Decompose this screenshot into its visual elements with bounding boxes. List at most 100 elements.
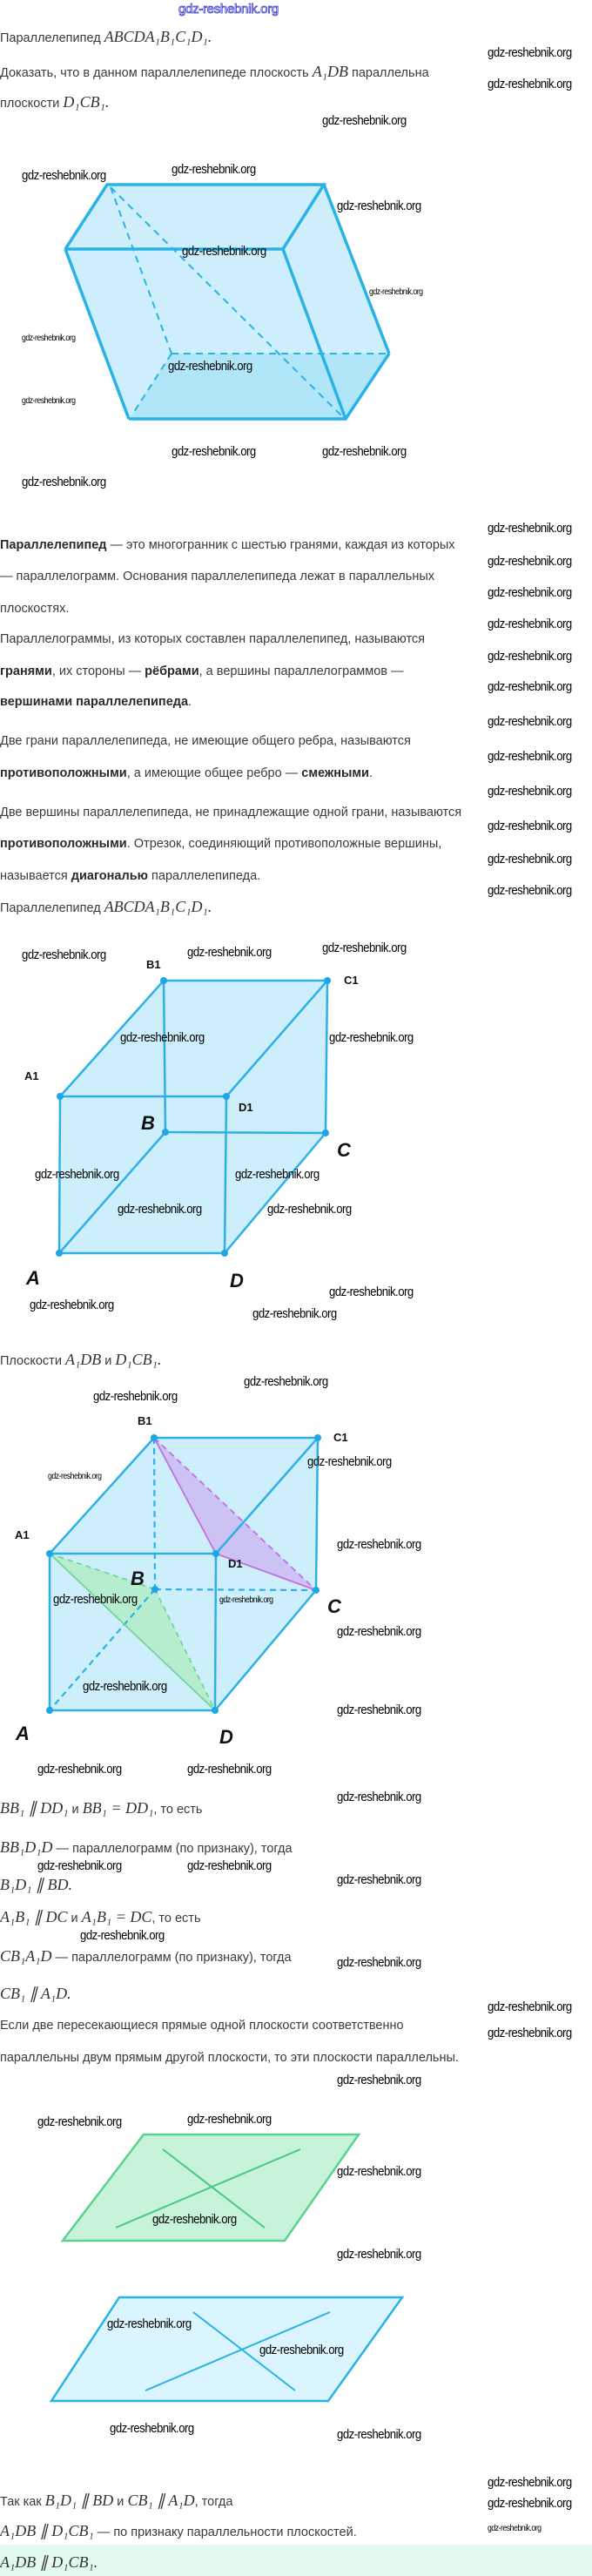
answer: A₁DB ∥ D₁CB₁. — [0, 2553, 98, 2573]
site-header-logo[interactable]: gdz-reshebnik.org — [178, 2, 279, 17]
visible-edges — [64, 183, 391, 421]
task-line-1: Параллелепипед ABCDA₁B₁C₁D₁. — [0, 28, 212, 47]
math: A₁B₁ ∥ DC — [0, 1908, 68, 1925]
vertex-label-a: A — [15, 1723, 30, 1744]
conclusion-line: Так как B₁D₁ ∥ BD и CB₁ ∥ A₁D, тогда — [0, 2492, 232, 2511]
text: Параллелепипед — [0, 31, 104, 45]
watermark: gdz-reshebnik.org — [37, 1858, 122, 1873]
figure-cube-labeled: B1 C1 A1 D1 B C A D — [24, 958, 359, 1291]
watermark: gdz-reshebnik.org — [187, 945, 272, 960]
watermark: gdz-reshebnik.org — [322, 444, 407, 459]
term: Параллелепипед — [0, 538, 107, 552]
watermark: gdz-reshebnik.org — [30, 1298, 114, 1312]
math: A₁B₁ = DC — [81, 1908, 152, 1925]
term: вершинами параллелепипеда — [0, 695, 189, 709]
math: ABCDA₁B₁C₁D₁. — [104, 898, 212, 915]
watermark: gdz-reshebnik.org — [488, 883, 572, 898]
math: CB₁A₁D — [0, 1947, 52, 1965]
watermark: gdz-reshebnik.org — [488, 2496, 572, 2511]
text: параллелепипеда. — [148, 869, 261, 883]
watermark: gdz-reshebnik.org — [488, 554, 572, 569]
watermark: gdz-reshebnik.org — [329, 1030, 414, 1045]
answer-math: A₁DB ∥ D₁CB₁. — [0, 2553, 98, 2571]
watermark: gdz-reshebnik.org — [488, 617, 572, 631]
text: и — [101, 1354, 116, 1368]
text: , то есть — [153, 1803, 203, 1817]
math: BB₁ = DD₁ — [82, 1799, 154, 1817]
vertex-label-c: C — [327, 1595, 342, 1617]
watermark: gdz-reshebnik.org — [110, 2421, 194, 2436]
watermark: gdz-reshebnik.org — [219, 1595, 273, 1605]
hidden-edges — [110, 186, 389, 417]
theory-line: Две вершины параллелепипеда, не принадле… — [0, 806, 462, 819]
watermark: gdz-reshebnik.org — [329, 1285, 414, 1299]
vertex-dots — [46, 1434, 321, 1714]
line-blue-2 — [145, 2311, 331, 2391]
watermark: gdz-reshebnik.org — [337, 199, 421, 213]
watermark: gdz-reshebnik.org — [120, 1030, 205, 1045]
proof-line: B₁D₁ ∥ BD. — [0, 1876, 72, 1895]
math: A₁DB — [312, 63, 348, 80]
math: A₁DB ∥ D₁CB₁ — [0, 2522, 94, 2539]
task-line-2: Доказать, что в данном параллелепипеде п… — [0, 63, 429, 82]
watermark: gdz-reshebnik.org — [488, 45, 572, 60]
theory-line: Параллелепипед ABCDA₁B₁C₁D₁. — [0, 898, 212, 917]
hidden-edges — [49, 1437, 317, 1711]
text: , то есть — [151, 1912, 201, 1925]
theory-line: противоположными, а имеющие общее ребро … — [0, 765, 373, 782]
vertex-label-c1: C1 — [333, 1431, 348, 1444]
watermark: gdz-reshebnik.org — [488, 2475, 572, 2490]
proof-line: A₁B₁ ∥ DC и A₁B₁ = DC, то есть — [0, 1908, 201, 1927]
line-blue-1 — [192, 2311, 296, 2391]
watermark: gdz-reshebnik.org — [168, 359, 252, 374]
watermark: gdz-reshebnik.org — [337, 2164, 421, 2179]
proof-line: CB₁A₁D — параллелограмм (по признаку), т… — [0, 1947, 292, 1966]
vertex-label-c: C — [337, 1139, 352, 1161]
watermark: gdz-reshebnik.org — [93, 1389, 178, 1404]
term: гранями — [0, 664, 52, 678]
watermark: gdz-reshebnik.org — [152, 2212, 237, 2227]
math: A₁DB — [64, 1351, 102, 1368]
watermark: gdz-reshebnik.org — [187, 1858, 272, 1873]
watermark: gdz-reshebnik.org — [259, 2343, 344, 2357]
math: ABCDA₁B₁C₁D₁. — [104, 28, 212, 45]
watermark: gdz-reshebnik.org — [182, 244, 266, 259]
watermark: gdz-reshebnik.org — [187, 1762, 272, 1777]
vertex-label-b1: B1 — [138, 1414, 152, 1427]
vertex-label-d: D — [219, 1726, 233, 1748]
bottom-face — [129, 354, 389, 419]
watermark: gdz-reshebnik.org — [369, 287, 423, 297]
watermark: gdz-reshebnik.org — [488, 77, 572, 91]
watermark: gdz-reshebnik.org — [488, 852, 572, 867]
math: D₁CB₁. — [63, 93, 110, 111]
watermark: gdz-reshebnik.org — [172, 162, 256, 177]
watermark: gdz-reshebnik.org — [244, 1374, 328, 1389]
watermark: gdz-reshebnik.org — [488, 2524, 542, 2533]
watermark: gdz-reshebnik.org — [118, 1202, 202, 1217]
watermark: gdz-reshebnik.org — [35, 1167, 119, 1182]
math: BB₁D₁D — [0, 1838, 53, 1856]
line-green-2 — [115, 2148, 301, 2229]
watermark: gdz-reshebnik.org — [80, 1928, 165, 1943]
watermark: gdz-reshebnik.org — [22, 947, 106, 962]
vertex-label-a: A — [25, 1267, 40, 1289]
conclusion-line: A₁DB ∥ D₁CB₁ — по признаку параллельност… — [0, 2522, 357, 2541]
watermark: gdz-reshebnik.org — [488, 749, 572, 764]
vertex-label-b1: B1 — [146, 958, 161, 971]
text: — параллелограмм (по признаку), тогда — [52, 1842, 293, 1856]
math: CB₁ ∥ A₁D — [127, 2492, 195, 2509]
text: , а вершины параллелограммов — — [198, 664, 404, 678]
term: диагональю — [71, 869, 148, 883]
watermark: gdz-reshebnik.org — [337, 1955, 421, 1970]
text: . Отрезок, соединяющий противоположные в… — [126, 837, 442, 851]
visible-edges — [48, 1436, 320, 1712]
watermark: gdz-reshebnik.org — [488, 585, 572, 600]
watermark: gdz-reshebnik.org — [337, 1703, 421, 1717]
watermark: gdz-reshebnik.org — [337, 2427, 421, 2442]
math: B₁D₁ ∥ BD. — [0, 1876, 73, 1893]
proof-line: BB₁D₁D — параллелограмм (по признаку), т… — [0, 1838, 293, 1858]
watermark: gdz-reshebnik.org — [53, 1592, 138, 1607]
figure-cube-planes: B1 C1 A1 D1 B C A D — [15, 1414, 348, 1748]
watermark: gdz-reshebnik.org — [235, 1167, 320, 1182]
